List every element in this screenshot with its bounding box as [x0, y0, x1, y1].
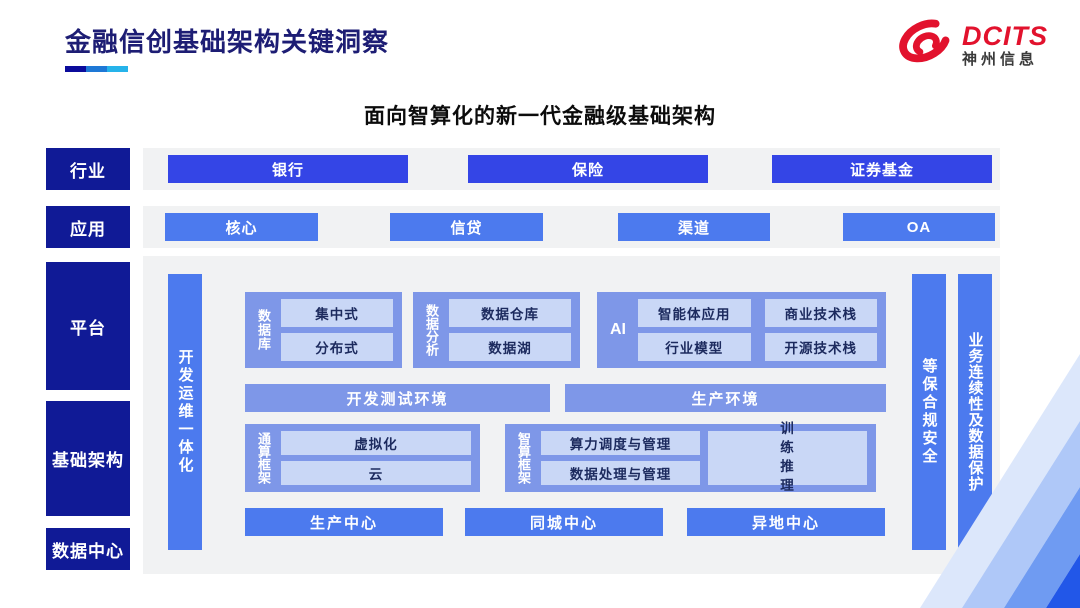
diagram-title: 面向智算化的新一代金融级基础架构	[364, 105, 716, 128]
analytics-group: 数据分析 数据仓库 数据湖	[413, 292, 580, 368]
intelligent-framework-label: 智算框架	[516, 432, 531, 484]
iframework-box-compute-scheduling: 算力调度与管理	[541, 431, 700, 455]
app-box-credit: 信贷	[390, 213, 543, 241]
db-box-distributed: 分布式	[281, 333, 393, 361]
center-box-samecity: 同城中心	[465, 508, 663, 536]
layer-label-infrastructure: 基础架构	[46, 401, 130, 516]
layer-label-platform: 平台	[46, 262, 130, 390]
security-vertical-bar: 等保合规安全	[912, 274, 946, 550]
center-box-remote: 异地中心	[687, 508, 885, 536]
general-framework-label: 通算框架	[256, 432, 271, 484]
ai-box-industry-model: 行业模型	[638, 333, 751, 361]
ai-group-label: AI	[610, 321, 626, 338]
security-bar-label: 等保合规安全	[920, 358, 938, 466]
industry-box-securities: 证券基金	[772, 155, 992, 183]
gframework-box-virtualization: 虚拟化	[281, 431, 471, 455]
continuity-bar-label: 业务连续性及数据保护	[966, 332, 984, 492]
logo-company: 神州信息	[962, 51, 1039, 69]
logo-brand: DCITS	[962, 20, 1048, 51]
app-box-oa: OA	[843, 213, 995, 241]
analytics-box-warehouse: 数据仓库	[449, 299, 571, 327]
layer-label-datacenter: 数据中心	[46, 528, 130, 570]
page-title: 金融信创基础架构关键洞察	[65, 27, 390, 57]
devops-bar-label: 开发运维一体化	[176, 349, 194, 475]
title-underline	[65, 66, 128, 72]
industry-box-bank: 银行	[168, 155, 408, 183]
analytics-group-label: 数据分析	[424, 304, 439, 356]
iframework-box-data-processing: 数据处理与管理	[541, 461, 700, 485]
platform-panel: 开发运维一体化 数据库 集中式 分布式 数据分析 数据仓库 数据湖 AI	[143, 256, 1000, 574]
app-box-core: 核心	[165, 213, 318, 241]
iframework-box-training-inference: 训练推理	[708, 421, 867, 493]
ai-box-opensource-stack: 开源技术栈	[764, 333, 877, 361]
app-box-channel: 渠道	[618, 213, 770, 241]
center-box-production: 生产中心	[245, 508, 443, 536]
env-bar-production: 生产环境	[565, 384, 886, 412]
industry-box-insurance: 保险	[468, 155, 708, 183]
general-framework-group: 通算框架 虚拟化 云	[245, 424, 480, 492]
database-group: 数据库 集中式 分布式	[245, 292, 402, 368]
gframework-box-cloud: 云	[281, 461, 471, 485]
devops-vertical-bar: 开发运维一体化	[168, 274, 202, 550]
ai-box-agent-app: 智能体应用	[638, 299, 751, 327]
continuity-vertical-bar: 业务连续性及数据保护	[958, 274, 992, 550]
database-group-label: 数据库	[256, 309, 271, 351]
layer-label-application: 应用	[46, 206, 130, 248]
ai-group: AI 智能体应用 商业技术栈 行业模型 开源技术栈	[597, 292, 886, 368]
layer-label-industry: 行业	[46, 148, 130, 190]
env-bar-devtest: 开发测试环境	[245, 384, 550, 412]
intelligent-framework-group: 智算框架 算力调度与管理 数据处理与管理 训练推理	[505, 421, 876, 493]
ai-box-commercial-stack: 商业技术栈	[764, 299, 877, 327]
db-box-centralized: 集中式	[281, 299, 393, 327]
company-logo: DCITS 神州信息	[896, 16, 1048, 74]
analytics-box-lake: 数据湖	[449, 333, 571, 361]
red-swirl-icon	[899, 19, 950, 63]
